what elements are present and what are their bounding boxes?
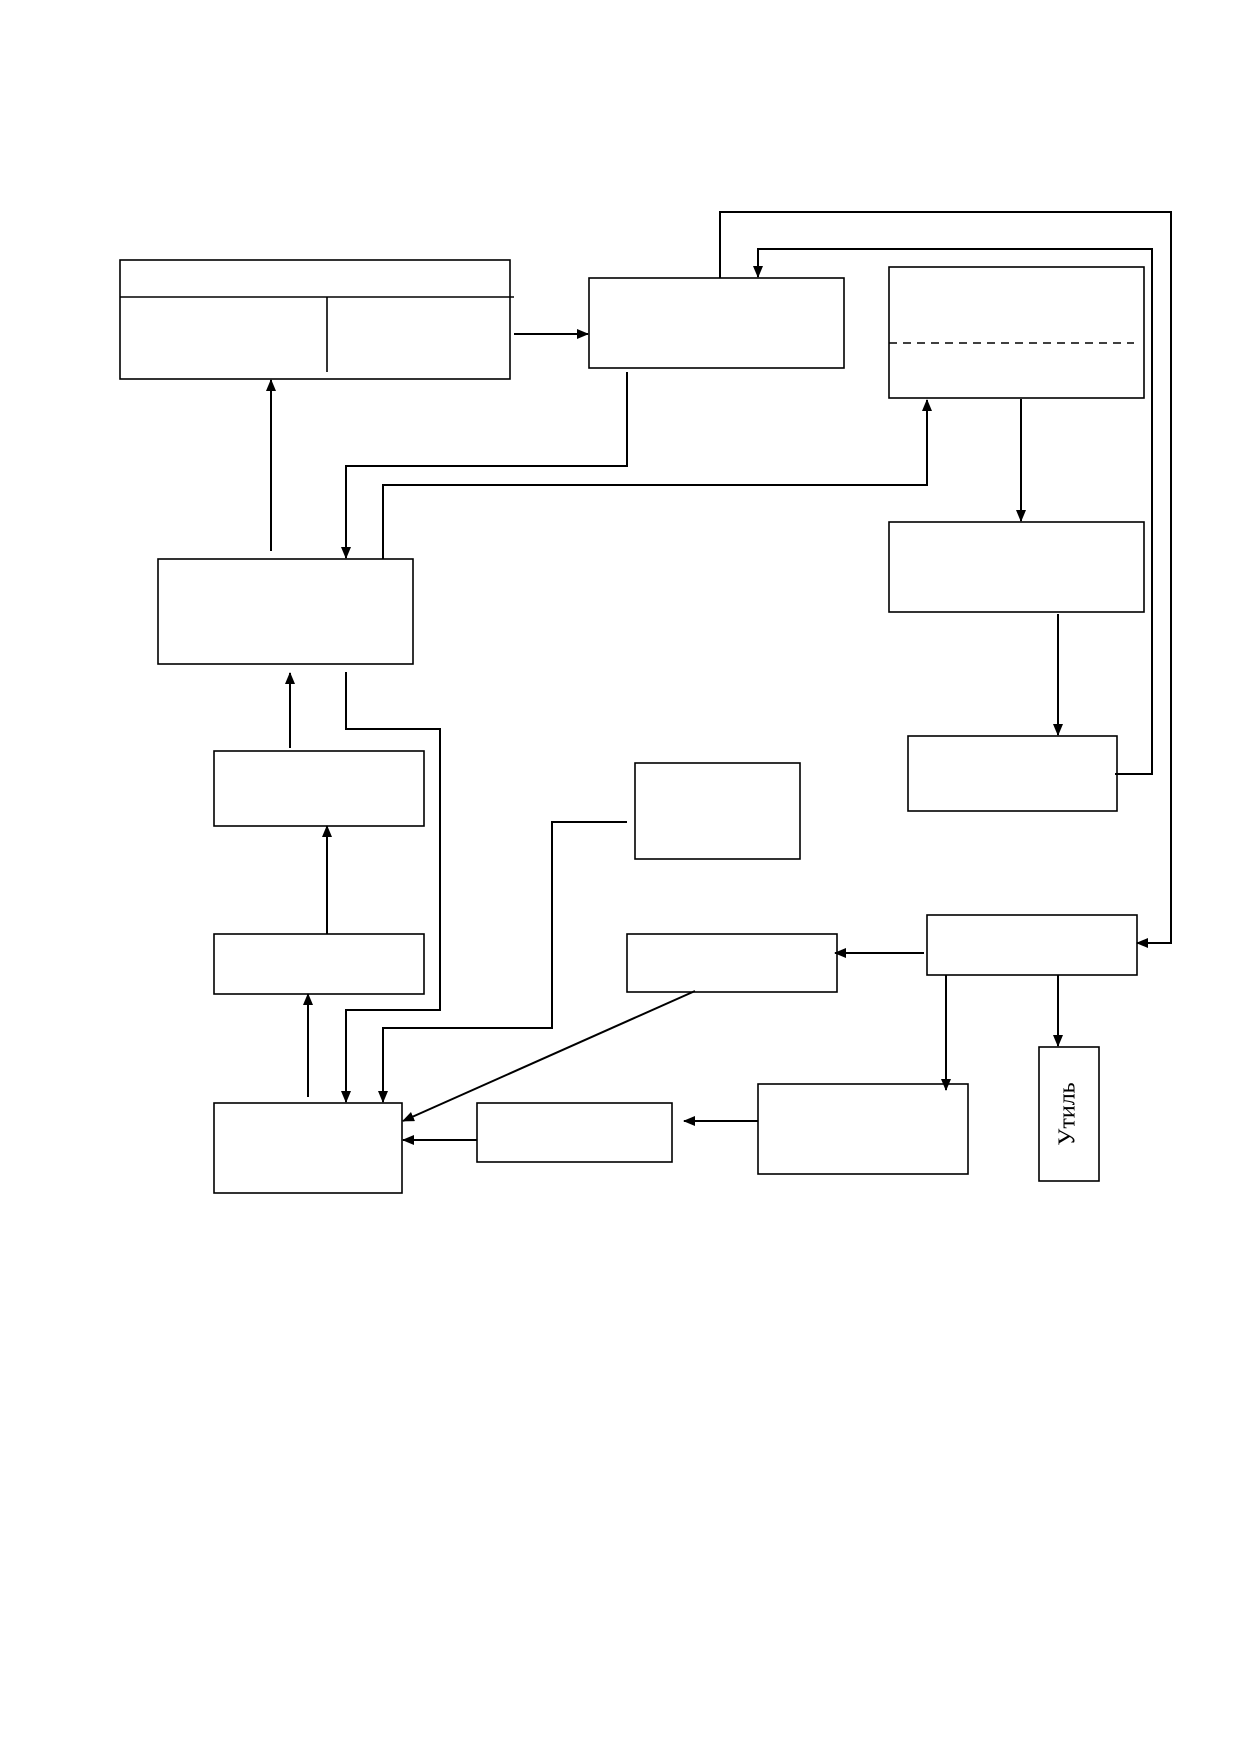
block-utility: Утиль [1038, 1046, 1100, 1182]
block-center-standalone [634, 762, 801, 860]
block-bottom-middle [476, 1102, 673, 1163]
block-right-middle [888, 521, 1145, 613]
arrow-leftmain-loop-to-collector [341, 672, 441, 1103]
block-left-lower-small [213, 933, 425, 995]
arrow-centerlower-to-collector [402, 990, 696, 1122]
block-right-hub [926, 914, 1138, 976]
block-bottom-right [757, 1083, 969, 1175]
block-top-center [588, 277, 845, 369]
block-left-main [157, 558, 414, 665]
block-left-upper-small [213, 750, 425, 827]
utility-label: Утиль [1055, 1082, 1081, 1145]
arrow-leftmain-to-topright [382, 399, 932, 559]
block-top-left-split [119, 259, 514, 380]
block-top-right-dashed [888, 266, 1145, 399]
arrow-topcenter-to-leftmain [341, 372, 628, 559]
arrow-topcenter-loop-to-hub [719, 211, 1172, 948]
arrow-rightlower-loop-to-topcenter [753, 248, 1153, 775]
block-right-lower [907, 735, 1118, 812]
arrow-centerstandalone-to-collector [378, 821, 627, 1103]
block-center-lower [626, 933, 838, 993]
block-bottom-left-collector [213, 1102, 403, 1194]
